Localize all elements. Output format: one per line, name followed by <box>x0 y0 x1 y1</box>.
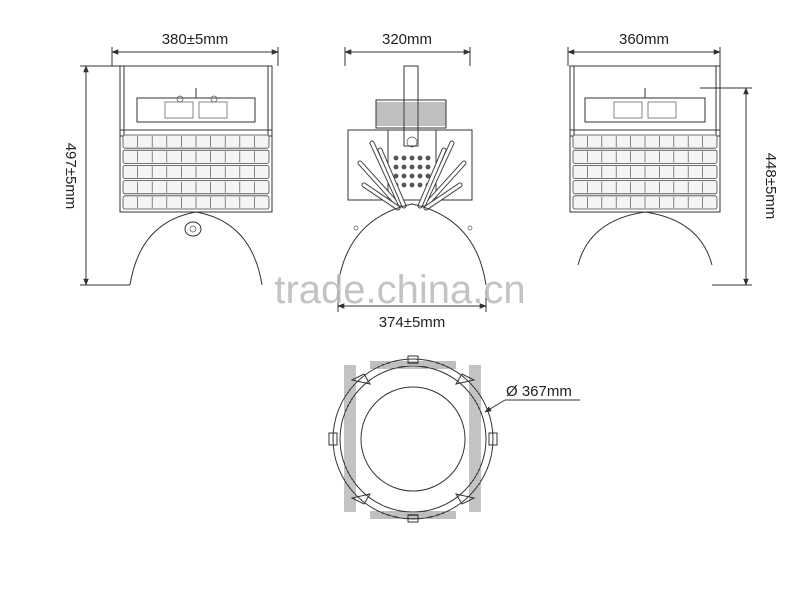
right-reflector <box>577 211 713 266</box>
led-dot <box>409 173 415 179</box>
outer-ring <box>332 358 494 520</box>
right-driver-box <box>584 97 706 123</box>
right-view: 360mm 448±5mm <box>567 31 779 286</box>
side-view: 320mm 374±5mm <box>337 31 487 331</box>
heat-pipes <box>357 140 467 211</box>
front-view: 380±5mm 497±5mm <box>62 31 279 286</box>
led-dot <box>401 164 407 170</box>
diameter-label: Ø 367mm <box>506 383 572 400</box>
led-dot <box>409 155 415 161</box>
right-width-label: 360mm <box>619 31 669 48</box>
mounting-bracket <box>119 65 273 137</box>
led-dot <box>417 164 423 170</box>
right-height-label: 448±5mm <box>762 153 779 220</box>
led-dot <box>417 173 423 179</box>
led-dot <box>401 173 407 179</box>
led-dot <box>393 155 399 161</box>
led-dot <box>409 182 415 188</box>
side-width-label: 320mm <box>382 31 432 48</box>
led-dot <box>417 182 423 188</box>
led-dot <box>417 155 423 161</box>
mounting-post <box>403 65 419 147</box>
reflector-width-label: 374±5mm <box>379 314 446 331</box>
led-dot <box>425 164 431 170</box>
led-dot <box>393 164 399 170</box>
watermark: trade.china.cn <box>274 268 525 312</box>
hinge-bolt <box>406 136 418 148</box>
led-dot <box>425 155 431 161</box>
diameter-leader <box>484 399 506 413</box>
sensor-port <box>184 221 202 237</box>
lens <box>360 386 466 492</box>
driver-box <box>136 97 256 123</box>
led-dot <box>401 182 407 188</box>
led-dot <box>393 173 399 179</box>
side-reflector <box>337 203 487 286</box>
led-dot <box>401 155 407 161</box>
left-height-label: 497±5mm <box>62 143 79 210</box>
right-bracket <box>569 65 721 137</box>
middle-ring <box>339 365 487 513</box>
bottom-view: Ø 367mm <box>328 355 580 523</box>
led-dot <box>409 164 415 170</box>
reflector <box>129 211 263 286</box>
led-dot <box>425 173 431 179</box>
front-width-label: 380±5mm <box>162 31 229 48</box>
